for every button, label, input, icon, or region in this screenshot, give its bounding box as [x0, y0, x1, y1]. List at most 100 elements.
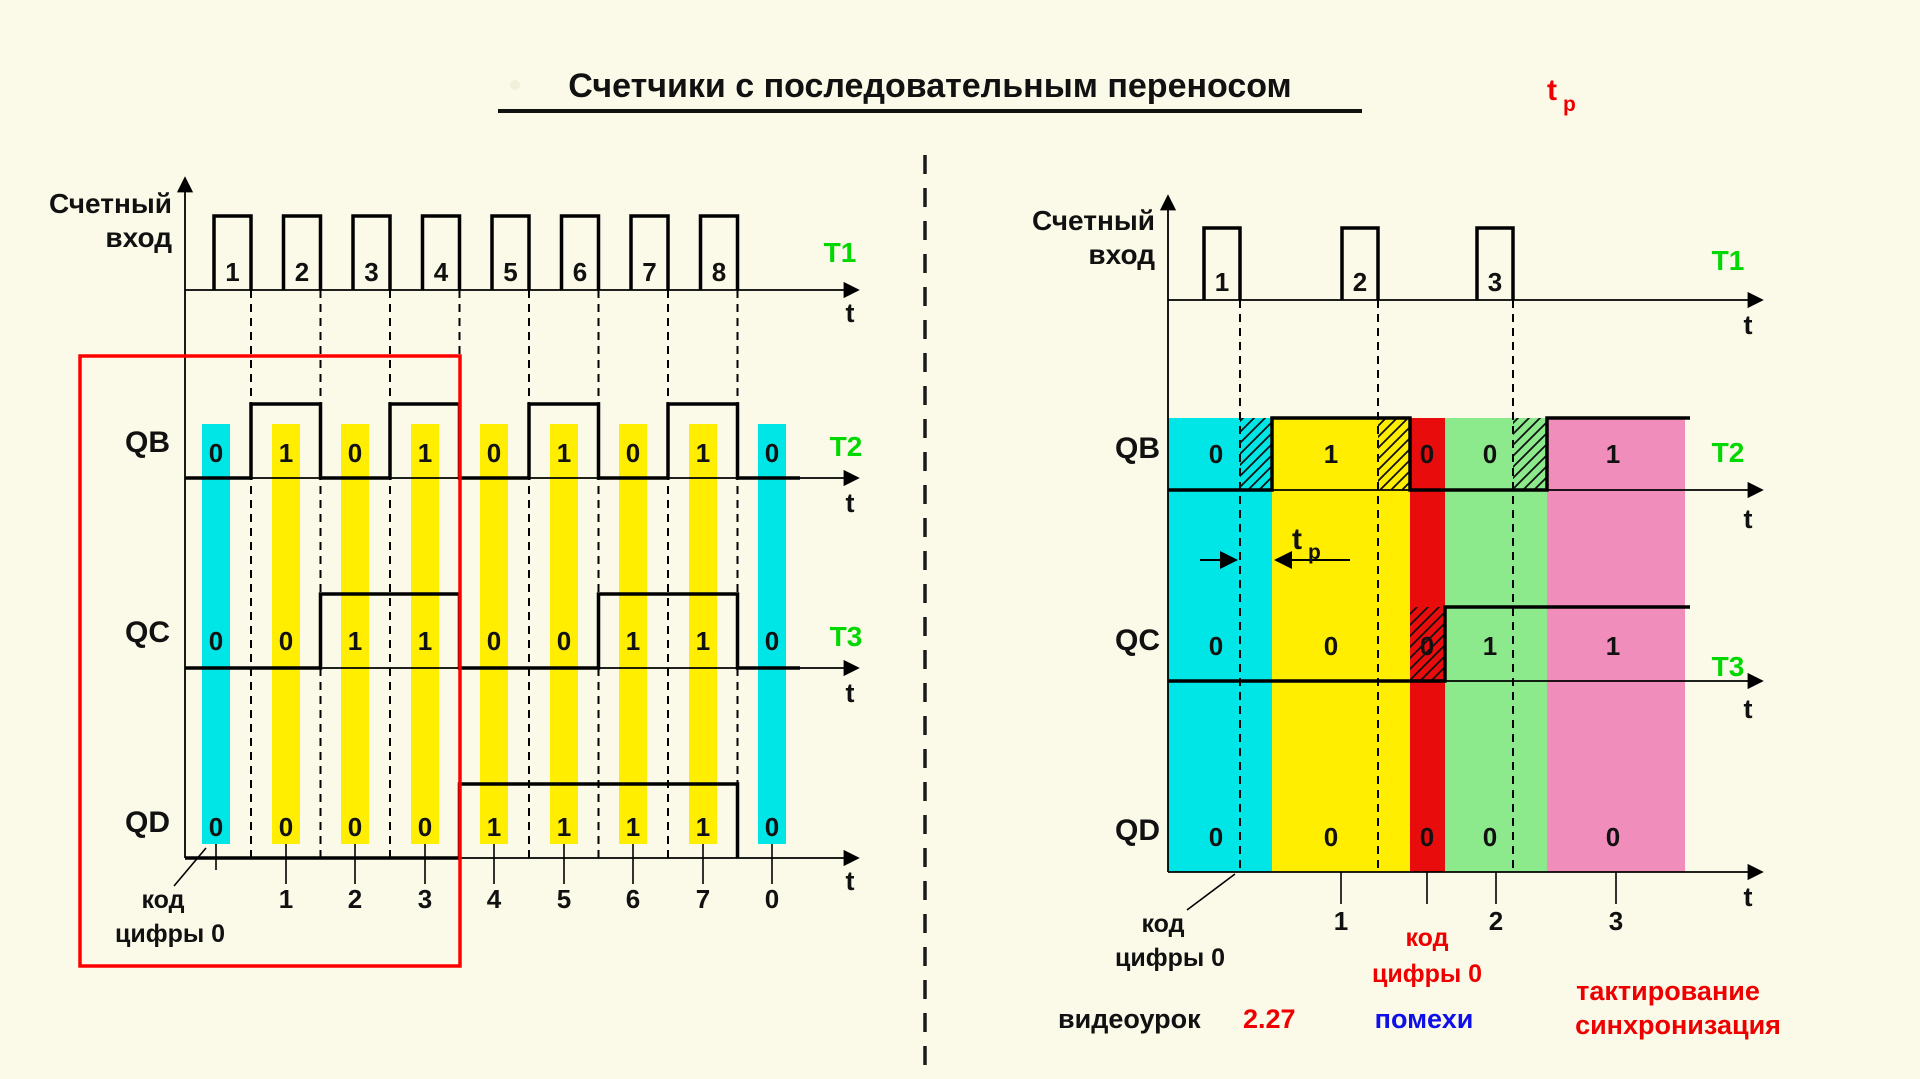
- right-period-label-t3: T3: [1712, 651, 1745, 682]
- tp-label-subscript: p: [1308, 541, 1321, 564]
- left-qb-value: 0: [765, 438, 779, 468]
- left-qb-t-axis-label: t: [846, 488, 855, 518]
- left-qc-value: 1: [626, 626, 640, 656]
- left-qb-value: 0: [487, 438, 501, 468]
- left-qb-waveform: [185, 402, 800, 480]
- left-pulse-num: 3: [364, 257, 378, 287]
- left-pulse-7: [629, 214, 670, 290]
- left-qd-value: 0: [418, 812, 432, 842]
- left-pulse-2: [281, 214, 323, 290]
- left-count-label: 4: [487, 884, 502, 914]
- left-qb-value: 1: [557, 438, 571, 468]
- right-clock-t-axis-label: t: [1744, 310, 1753, 340]
- right-qc-t-axis-label: t: [1744, 694, 1753, 724]
- right-pulse-3: [1475, 226, 1515, 300]
- left-qd-value: 1: [487, 812, 501, 842]
- right-qb-label: QB: [1115, 432, 1160, 465]
- left-qd-value: 0: [209, 812, 223, 842]
- left-pulse-8: [698, 214, 740, 290]
- right-pulse-num: 1: [1215, 267, 1229, 297]
- right-band-cyan: [1168, 418, 1272, 872]
- right-pulse-1: [1202, 226, 1242, 300]
- page-title: Счетчики с последовательным переносом: [568, 67, 1291, 105]
- caption-noise: помехи: [1375, 1004, 1474, 1034]
- right-timing-diagram: Счетный вход 1 2 3 T1 t QB 0 1 0 0 1 T2 …: [1032, 194, 1781, 1040]
- left-input-label-line1: Счетный: [49, 188, 172, 219]
- right-qd-value: 0: [1324, 822, 1338, 852]
- left-code-label-line2: цифры 0: [115, 920, 225, 948]
- right-band-pink: [1547, 418, 1685, 872]
- right-pulse-num: 2: [1353, 267, 1367, 297]
- left-count-label: 1: [279, 884, 293, 914]
- right-qb-value: 0: [1420, 439, 1434, 469]
- left-qd-value: 1: [696, 812, 710, 842]
- right-qb-value: 1: [1324, 439, 1338, 469]
- left-qd-value: 1: [557, 812, 571, 842]
- left-qc-value: 0: [487, 626, 501, 656]
- left-code-label-line1: код: [142, 886, 185, 914]
- left-pulse-4: [420, 214, 462, 290]
- right-code-red-line2: цифры 0: [1372, 960, 1482, 988]
- title-bullet: [510, 80, 520, 90]
- right-count-label: 3: [1609, 906, 1623, 936]
- left-qc-value: 0: [279, 626, 293, 656]
- left-qc-value: 1: [418, 626, 432, 656]
- left-qb-value: 0: [348, 438, 362, 468]
- left-qc-value: 1: [348, 626, 362, 656]
- right-qd-t-axis-label: t: [1744, 882, 1753, 912]
- left-qd-value: 0: [348, 812, 362, 842]
- right-qb-waveform: [1168, 416, 1690, 492]
- right-qb-value: 0: [1483, 439, 1497, 469]
- right-qb-t-axis-label: t: [1744, 504, 1753, 534]
- right-input-label-line1: Счетный: [1032, 205, 1155, 236]
- left-pulse-5: [490, 214, 531, 290]
- left-count-label: 3: [418, 884, 432, 914]
- left-pulse-num: 6: [573, 257, 587, 287]
- tp-top-label: t: [1547, 74, 1557, 107]
- left-qd-value: 0: [765, 812, 779, 842]
- left-qb-value: 0: [209, 438, 223, 468]
- left-qc-label: QC: [125, 616, 170, 649]
- right-qc-delay-hatch: [1410, 607, 1445, 681]
- left-pulse-num: 4: [434, 257, 449, 287]
- right-qc-waveform: [1168, 605, 1690, 683]
- right-qb-value: 0: [1209, 439, 1223, 469]
- left-count-label: 6: [626, 884, 640, 914]
- tp-top-subscript: p: [1563, 93, 1576, 116]
- right-qc-value: 0: [1420, 631, 1434, 661]
- right-pulse-2: [1340, 226, 1380, 300]
- left-qb-value: 0: [626, 438, 640, 468]
- left-clock-t-axis-label: t: [846, 298, 855, 328]
- right-qd-value: 0: [1606, 822, 1620, 852]
- right-band-yellow: [1272, 418, 1410, 872]
- left-qb-value: 1: [279, 438, 293, 468]
- left-input-label-line2: вход: [105, 222, 172, 253]
- left-count-label: 0: [765, 884, 779, 914]
- caption-video-lesson-number: 2.27: [1243, 1004, 1296, 1034]
- right-count-label: 2: [1489, 906, 1503, 936]
- right-code-black-line1: код: [1142, 910, 1185, 938]
- right-qb-delay-hatch-3: [1513, 418, 1547, 490]
- left-count-label: 7: [696, 884, 710, 914]
- caption-clocking-line2: синхронизация: [1575, 1010, 1781, 1040]
- left-period-label-t3: T3: [830, 621, 863, 652]
- left-code-pointer-line: [173, 847, 207, 887]
- right-code-red-line1: код: [1406, 924, 1449, 952]
- right-pulse-num: 3: [1488, 267, 1502, 297]
- left-stripe-4: [480, 424, 508, 844]
- left-qc-waveform: [185, 592, 800, 670]
- right-period-label-t2: T2: [1712, 437, 1745, 468]
- right-qc-label: QC: [1115, 624, 1160, 657]
- left-qd-value: 0: [279, 812, 293, 842]
- left-period-label-t2: T2: [830, 431, 863, 462]
- left-count-label: 5: [557, 884, 571, 914]
- left-pulse-num: 8: [712, 257, 726, 287]
- left-stripe-8: [758, 424, 786, 844]
- right-qd-value: 0: [1483, 822, 1497, 852]
- left-stripe-5: [550, 424, 578, 844]
- left-qd-t-axis-label: t: [846, 866, 855, 896]
- right-qc-value: 1: [1483, 631, 1497, 661]
- right-code-black-line2: цифры 0: [1115, 944, 1225, 972]
- left-pulse-6: [559, 214, 601, 290]
